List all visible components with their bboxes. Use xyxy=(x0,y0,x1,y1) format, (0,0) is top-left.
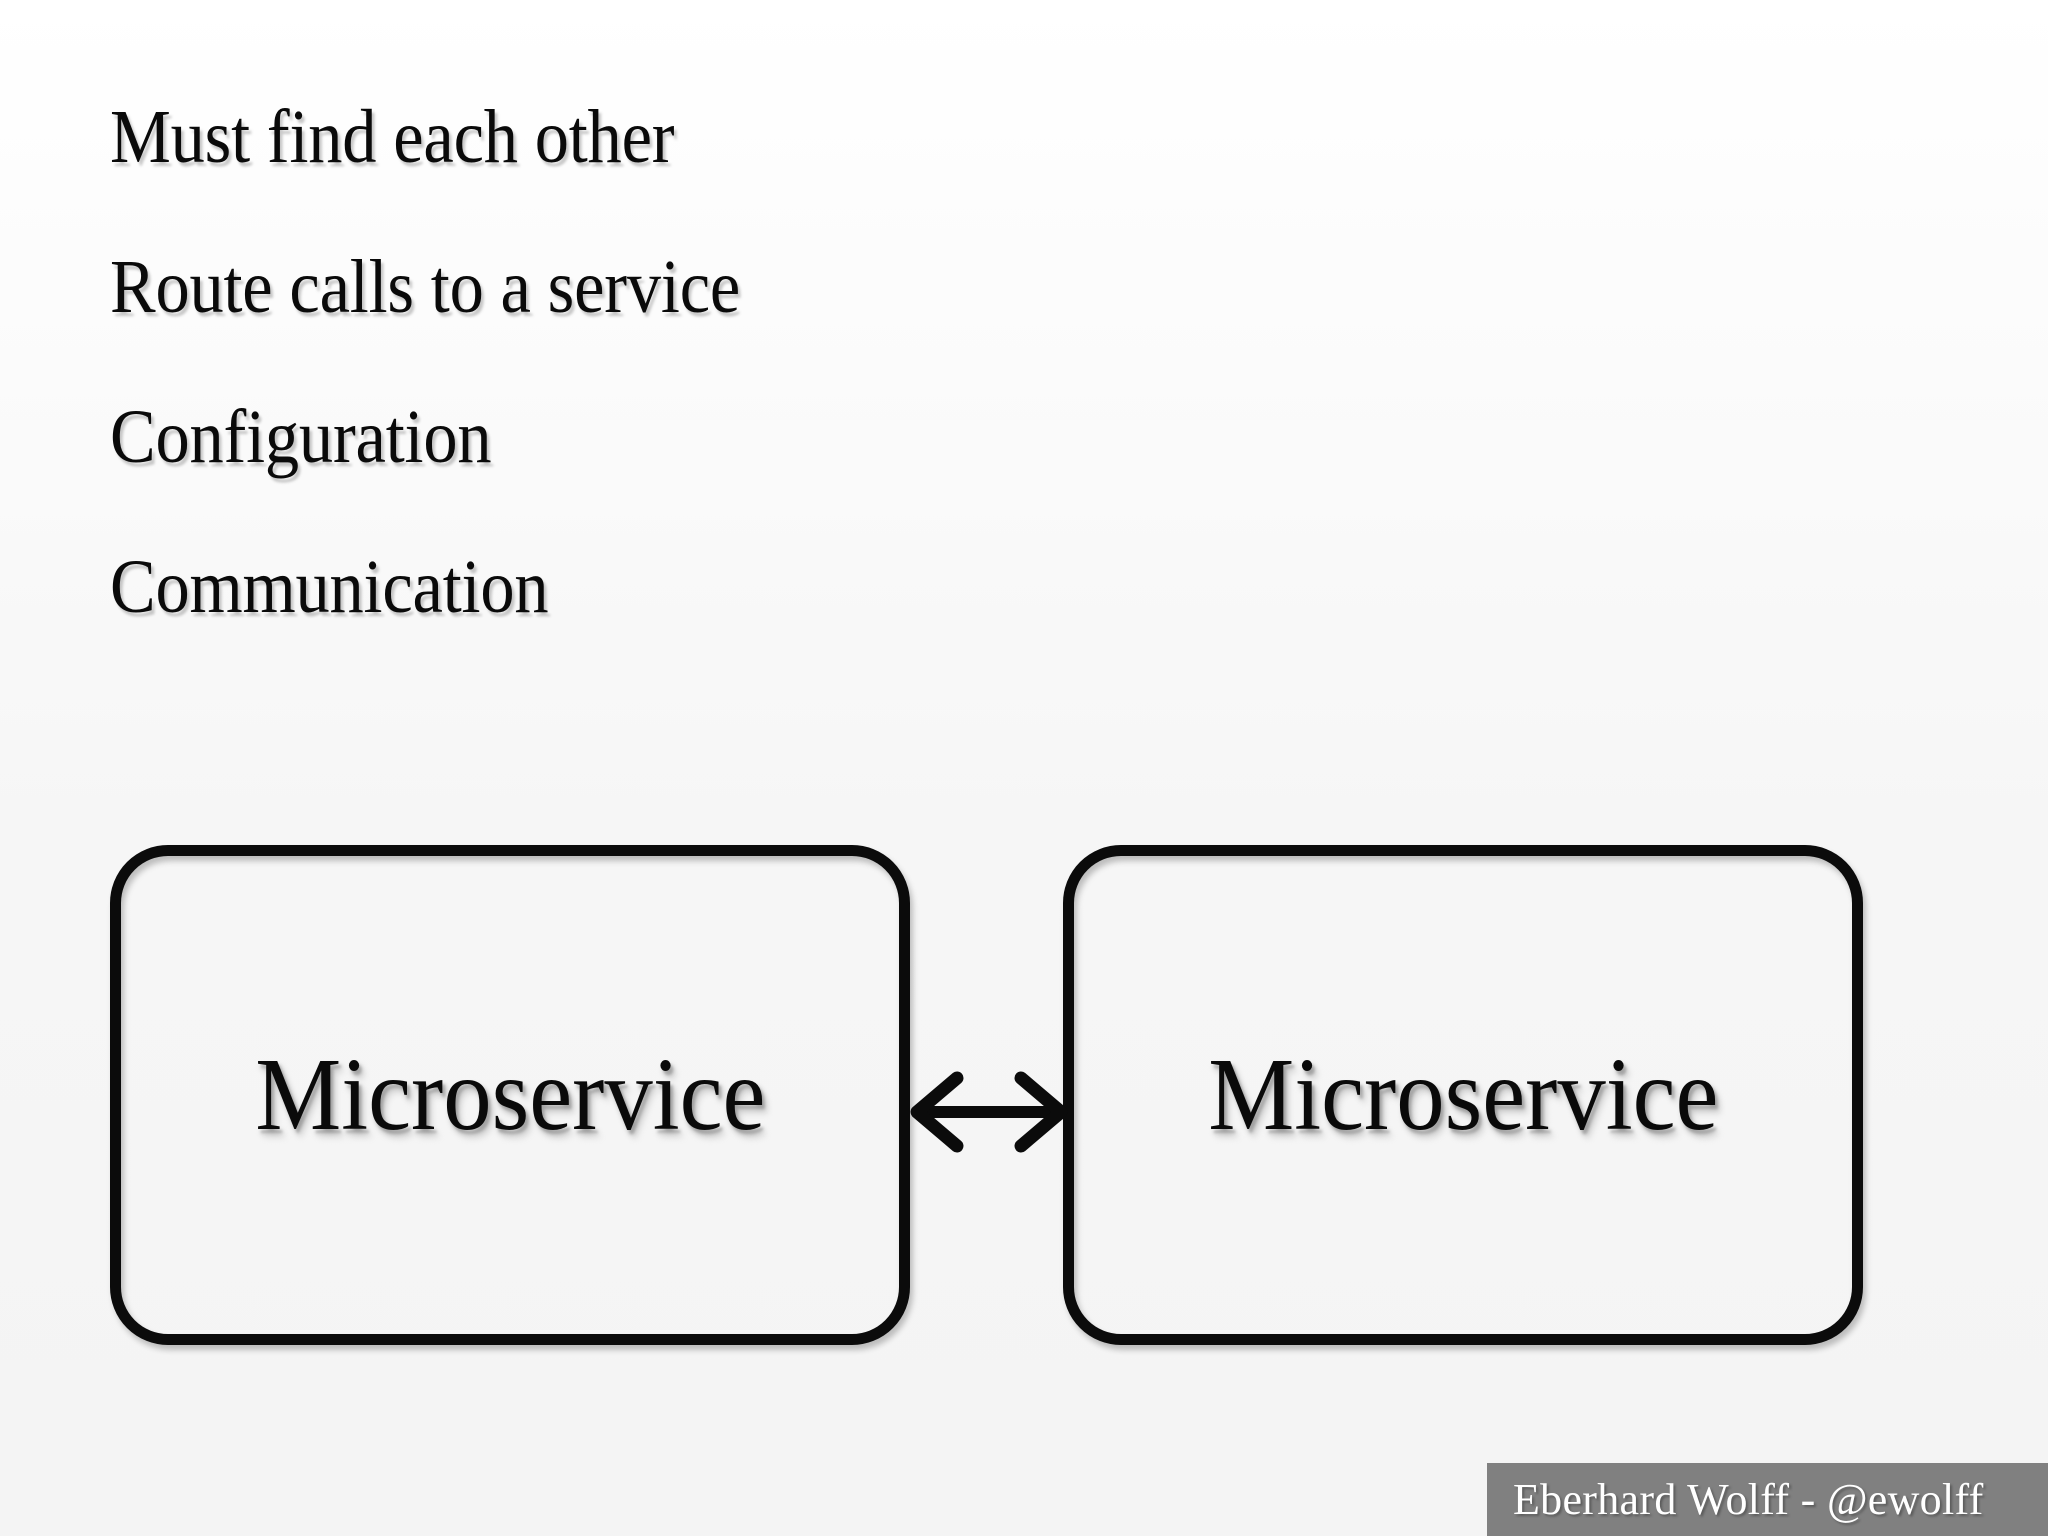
microservice-box-left-label: Microservice xyxy=(254,1037,766,1152)
bullet-item-2: Configuration xyxy=(110,395,492,479)
microservice-box-right-label: Microservice xyxy=(1207,1037,1719,1152)
bullet-item-1: Route calls to a service xyxy=(110,245,741,329)
microservice-box-left: Microservice xyxy=(110,845,910,1345)
microservice-box-right: Microservice xyxy=(1063,845,1863,1345)
bullet-item-3: Communication xyxy=(110,545,549,629)
footer-attribution-bar: Eberhard Wolff - @ewolff xyxy=(1487,1463,2048,1536)
bidirectional-arrow-icon xyxy=(910,1071,1068,1153)
bullet-list: Must find each other Route calls to a se… xyxy=(110,62,1710,662)
bullet-item-0: Must find each other xyxy=(110,95,675,179)
footer-attribution-text: Eberhard Wolff - @ewolff xyxy=(1513,1475,1984,1524)
